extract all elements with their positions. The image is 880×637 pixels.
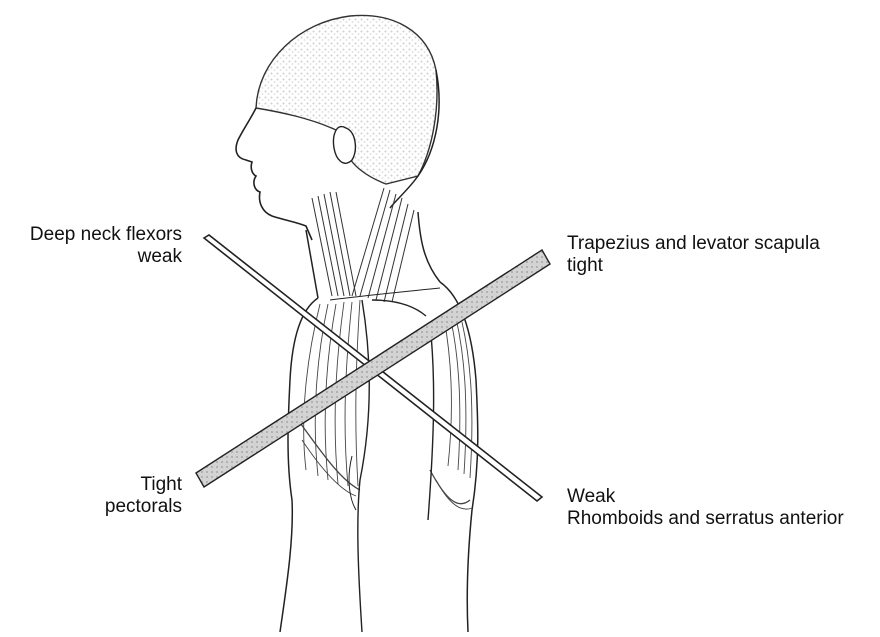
label-trapezius-line1: Trapezius and levator scapula: [567, 233, 820, 255]
crossed-lines: [196, 235, 550, 501]
torso: [280, 282, 478, 632]
label-pectorals-line2: pectorals: [105, 496, 182, 518]
label-weak-rhomboids: Weak Rhomboids and serratus anterior: [567, 486, 844, 530]
head: [236, 15, 439, 240]
label-rhomboids-line2: Rhomboids and serratus anterior: [567, 508, 844, 530]
ear: [334, 127, 356, 164]
tight-diagonal-bar: [196, 250, 550, 487]
neck-muscles: [306, 188, 440, 302]
label-deep-neck-line2: weak: [30, 246, 182, 268]
face-profile: [236, 108, 312, 240]
label-deep-neck-line1: Deep neck flexors: [30, 224, 182, 246]
label-rhomboids-line1: Weak: [567, 486, 844, 508]
label-trapezius: Trapezius and levator scapula tight: [567, 233, 820, 277]
label-trapezius-line2: tight: [567, 255, 820, 277]
label-pectorals-line1: Tight: [105, 474, 182, 496]
label-tight-pectorals: Tight pectorals: [105, 474, 182, 518]
label-deep-neck-flexors: Deep neck flexors weak: [30, 224, 182, 268]
